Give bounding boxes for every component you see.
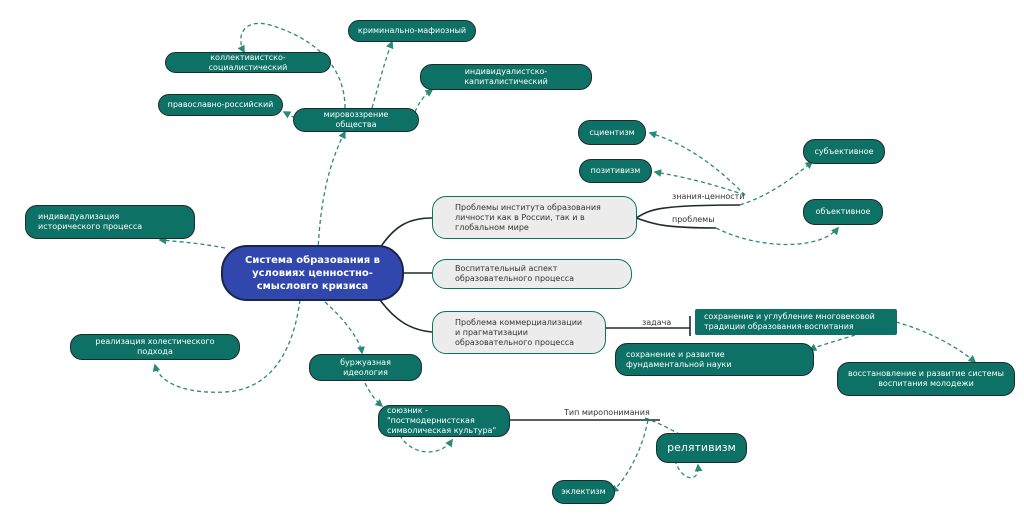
orthodox-node[interactable]: православно-российский [158, 94, 283, 116]
preservation-node[interactable]: сохранение и углубление многовековой тра… [695, 309, 897, 335]
subjective-node[interactable]: субъективное [803, 139, 885, 164]
arrow-to-bourgeois [324, 301, 365, 355]
collectivist-node[interactable]: коллективистско-социалистический [165, 52, 331, 73]
arrow-to-individualization [158, 236, 226, 249]
arrow-worldview-criminal [371, 40, 394, 109]
arrow-to-positivism [653, 169, 746, 196]
relativism-node[interactable]: релятивизм [656, 433, 747, 463]
branch-upbringing[interactable]: Воспитательный аспект образовательного п… [432, 259, 632, 289]
individualist-node[interactable]: индивидуалистско-капиталистический [420, 64, 592, 90]
arrow-worldview-individualist [414, 89, 434, 113]
branch-problems[interactable]: Проблемы института образования личности … [432, 196, 637, 239]
connector-problems-right2 [635, 217, 717, 229]
arrow-to-worldview [317, 130, 346, 253]
arrow-type-relativism [644, 417, 692, 441]
arrow-preservation-science [808, 334, 856, 351]
arrow-preservation-restoration [895, 321, 977, 364]
connector-problems-right [635, 204, 741, 219]
arrow-relativism-loop [674, 459, 703, 479]
worldview-type-label: Тип миропонимания [564, 408, 650, 417]
worldview-node[interactable]: мировоззрение общества [293, 108, 419, 132]
science-node[interactable]: сохранение и развитие фундаментальной на… [615, 343, 814, 376]
task-label: задача [642, 318, 672, 327]
arrow-to-holistic [152, 299, 301, 393]
solid-connectors [379, 204, 741, 421]
branch-commercialization[interactable]: Проблема коммерциализации и прагматизаци… [432, 311, 606, 354]
criminal-node[interactable]: криминально-мафиозный [348, 20, 476, 42]
scientism-node[interactable]: сциентизм [578, 120, 646, 145]
restoration-node[interactable]: восстановление и развитие системы воспит… [837, 362, 1015, 396]
arrow-bourgeois-ally [364, 382, 384, 408]
positivism-node[interactable]: позитивизм [579, 159, 652, 183]
arrow-to-scientism [648, 131, 746, 196]
ally-node[interactable]: союзник - "постмодернистская символическ… [378, 405, 510, 437]
arrow-to-subjective [739, 161, 814, 206]
problems-label: проблемы [672, 215, 715, 224]
central-topic[interactable]: Система образования в условиях ценностно… [221, 245, 404, 301]
individualization-node[interactable]: индивидуализация исторического процесса [25, 205, 195, 239]
dashed-connectors [152, 22, 977, 494]
arrow-type-eclecticism [610, 419, 649, 494]
objective-node[interactable]: объективное [803, 199, 883, 225]
arrow-worldview-collectivist [237, 22, 346, 109]
eclecticism-node[interactable]: эклектизм [552, 480, 615, 504]
bourgeois-node[interactable]: буржуазная идеология [309, 354, 422, 381]
arrow-to-objective [715, 226, 839, 246]
knowledge-values-label: знания-ценности [672, 192, 745, 201]
holistic-node[interactable]: реализация холестического подхода [70, 334, 240, 360]
connector-commercialization [379, 299, 433, 333]
connector-problems [379, 217, 433, 249]
arrow-ally-loop [399, 434, 453, 453]
